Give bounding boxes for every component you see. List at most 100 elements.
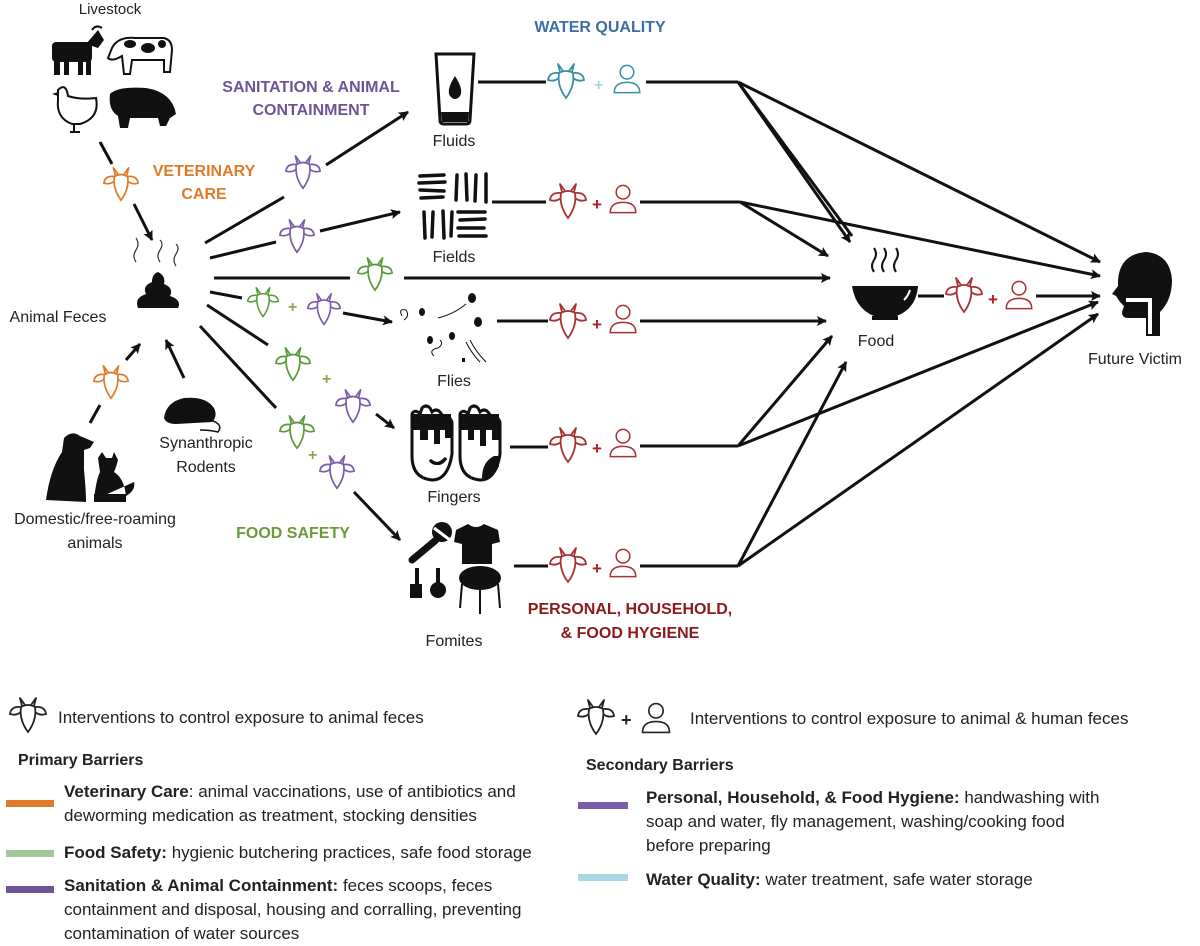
fluids-cup-icon: [434, 52, 476, 126]
legend-item-desc: water treatment, safe water storage: [765, 870, 1033, 889]
legend-item-desc: hygienic butchering practices, safe food…: [171, 843, 532, 862]
hygiene-label-line1: PERSONAL, HOUSEHOLD,: [527, 601, 733, 618]
hygiene-goat-icon: [549, 183, 587, 219]
legend-item-name: Sanitation & Animal Containment:: [64, 876, 339, 895]
sanitation-label-line2: CONTAINMENT: [252, 102, 370, 119]
fingers-label: Fingers: [427, 489, 481, 506]
shirt-icon: [454, 524, 500, 564]
utensils-icon: [410, 568, 446, 598]
legend-item-name: Personal, Household, & Food Hygiene:: [646, 788, 960, 807]
connector-lines: [88, 80, 1101, 568]
future-victim-label: Future Victim: [1088, 351, 1182, 368]
domestic-to-feces-line-b: [124, 343, 142, 361]
stool-icon: [459, 566, 501, 614]
feces-to-fingers-line-b: [375, 412, 395, 430]
legend-item-desc: deworming medication as treatment, stock…: [64, 806, 477, 825]
fields-to-food-line: [739, 200, 829, 258]
fingers-to-food-line: [736, 335, 834, 447]
livestock-label: Livestock: [78, 1, 142, 18]
legend-food-safety-item: Food Safety: hygienic butchering practic…: [64, 841, 532, 865]
feces-to-fomites-line-b: [352, 490, 402, 542]
feces-to-flies-line-a: [209, 290, 243, 300]
rodents-label-line2: Rodents: [176, 459, 236, 476]
hygiene-swatch: [578, 802, 628, 809]
food-bowl-icon: [852, 247, 918, 320]
legend-water-quality-item: Water Quality: water treatment, safe wat…: [646, 868, 1033, 892]
legend-item-desc: soap and water, fly management, washing/…: [646, 812, 1065, 831]
plus-sign: +: [594, 77, 603, 94]
primary-barriers-title: Primary Barriers: [18, 752, 144, 769]
legend-item-desc: feces scoops, feces: [342, 876, 493, 895]
hygiene-marker-food: +: [945, 277, 1033, 313]
veterinary-goat-icon-livestock: [103, 167, 139, 202]
hygiene-label-line2: & FOOD HYGIENE: [560, 625, 700, 642]
legend-item-name: Food Safety:: [64, 843, 167, 862]
dog-cat-icon: [46, 433, 135, 502]
rodent-icon: [164, 397, 221, 433]
sanitation-goat-icon-fields: [279, 219, 315, 254]
sanitation-goat-icon-flies: [306, 292, 342, 326]
feces-to-fomites-line-a: [198, 324, 278, 410]
legend-item-desc: handwashing with: [964, 788, 1100, 807]
feces-to-fields-line-a: [209, 240, 277, 260]
hygiene-marker-fomites: +: [549, 547, 637, 583]
food-safety-goat-icon-fingers: [275, 347, 311, 382]
fingers-to-victim-line: [737, 300, 1099, 448]
fomites-to-food-line: [736, 361, 848, 567]
rodents-label-line1: Synanthropic: [159, 435, 253, 452]
feces-to-fields-line-b: [319, 209, 401, 233]
food-safety-swatch: [6, 850, 54, 857]
veterinary-label-line1: VETERINARY: [152, 163, 256, 180]
veterinary-swatch: [6, 800, 54, 807]
hygiene-goat-icon: [549, 303, 587, 339]
fields-label: Fields: [432, 249, 476, 266]
veterinary-label-line2: CARE: [181, 186, 227, 203]
plus-sign: +: [592, 315, 602, 334]
livestock-to-feces-line-b: [132, 203, 154, 241]
water-quality-swatch: [578, 874, 628, 881]
sanitation-label-line1: SANITATION & ANIMAL: [222, 79, 400, 96]
hygiene-person-icon: [609, 304, 637, 334]
plus-sign: +: [308, 447, 317, 464]
hygiene-marker-fields: +: [549, 183, 637, 219]
legend-veterinary-item: Veterinary Care: animal vaccinations, us…: [64, 780, 516, 828]
fingers-icon: [410, 404, 502, 482]
sanitation-goat-icon-fluids: [285, 155, 321, 190]
plus-sign: +: [592, 559, 602, 578]
fomites-to-victim-line: [737, 312, 1099, 568]
fields-icon: [417, 172, 488, 240]
legend-item-desc: containment and disposal, housing and co…: [64, 900, 522, 919]
pig-icon: [109, 87, 176, 128]
plus-sign: +: [592, 195, 602, 214]
veterinary-goat-icon-domestic: [93, 365, 129, 400]
cow-icon: [106, 36, 174, 75]
food-safety-label: FOOD SAFETY: [236, 525, 350, 542]
fluids-to-victim-line-2: [736, 81, 854, 237]
food-safety-goat-icon-fomites: [279, 415, 315, 450]
legend-plus-sign: +: [621, 710, 632, 730]
animal-feces-icon: [133, 237, 179, 308]
legend-item-name: Veterinary Care: [64, 782, 189, 801]
feces-to-flies-line-b: [342, 311, 393, 326]
flies-label: Flies: [437, 373, 471, 390]
flies-icon: [400, 293, 487, 363]
water-quality-label: WATER QUALITY: [534, 19, 666, 36]
animal-feces-label: Animal Feces: [9, 309, 107, 326]
sanitation-swatch: [6, 886, 54, 893]
secondary-barriers-title: Secondary Barriers: [586, 757, 734, 774]
chicken-icon: [52, 86, 98, 133]
legend-person-icon: [641, 702, 671, 734]
feces-to-fingers-line-a: [206, 303, 269, 347]
legend-animal-human-feces-text: Interventions to control exposure to ani…: [690, 709, 1129, 728]
victim-head-icon: [1112, 252, 1172, 336]
legend-hygiene-item: Personal, Household, & Food Hygiene: han…: [646, 786, 1099, 858]
feces-to-fluids-line-b: [325, 110, 409, 167]
legend-item-sep: :: [188, 782, 199, 801]
legend-sanitation-item: Sanitation & Animal Containment: feces s…: [64, 874, 521, 946]
hygiene-person-icon: [609, 428, 637, 458]
feces-to-fluids-line-a: [204, 195, 285, 245]
legend-item-name: Water Quality:: [646, 870, 761, 889]
rodents-to-feces-line: [164, 339, 186, 379]
legend-item-desc: contamination of water sources: [64, 924, 300, 943]
